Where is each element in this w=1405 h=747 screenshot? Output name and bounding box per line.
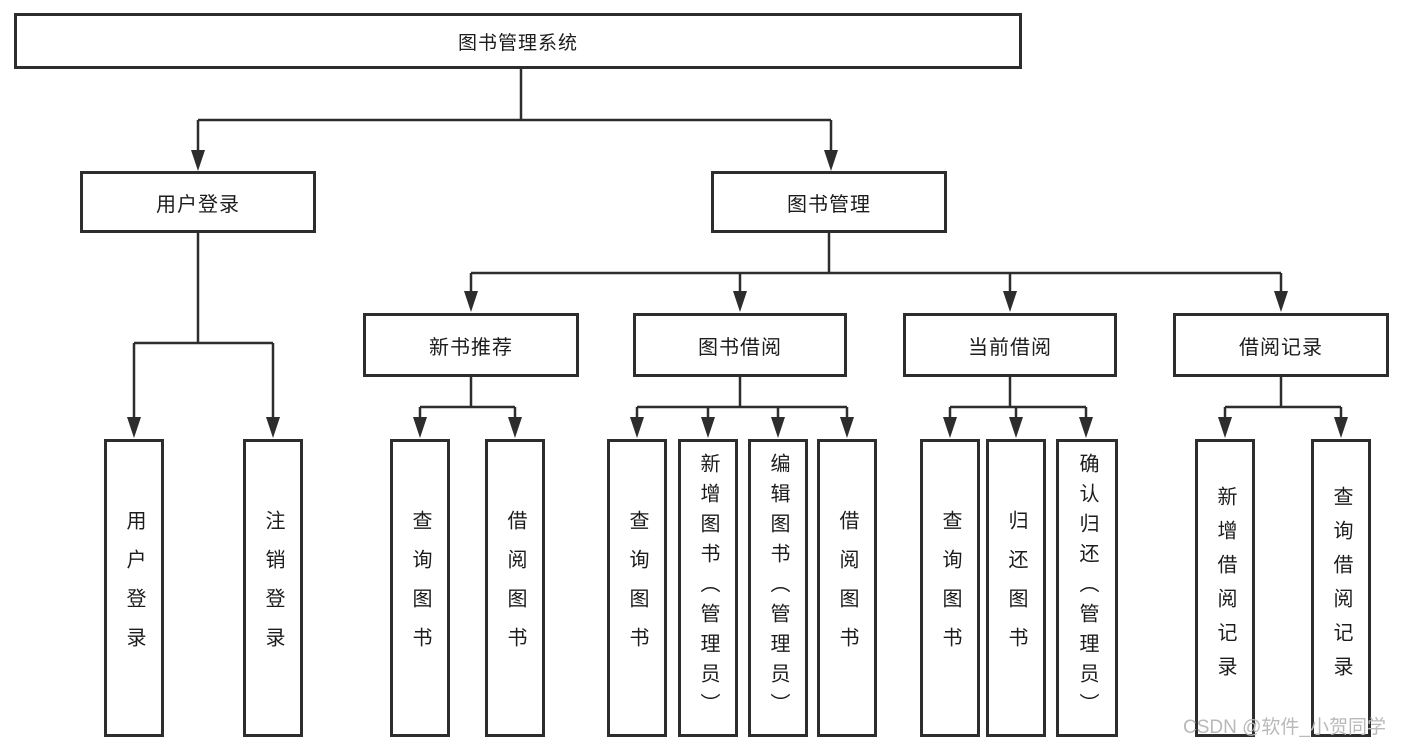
node-label: 用户登录 (156, 193, 240, 216)
node-root-library-system: 图书管理系统 (14, 13, 1022, 69)
node-label: 借阅记录 (1239, 336, 1323, 359)
node-return-books: 归还图书 (986, 439, 1046, 737)
node-user-login: 用户登录 (80, 171, 316, 233)
node-label: 确认归还（管理员） (1076, 453, 1098, 723)
node-edit-book-admin: 编辑图书（管理员） (748, 439, 808, 737)
node-label: 查询图书 (626, 510, 648, 666)
node-label: 新书推荐 (429, 336, 513, 359)
node-confirm-return-admin: 确认归还（管理员） (1056, 439, 1118, 737)
node-label: 归还图书 (1005, 510, 1027, 666)
node-query-books-borrow: 查询图书 (607, 439, 667, 737)
node-add-book-admin: 新增图书（管理员） (678, 439, 738, 737)
node-query-borrow-record: 查询借阅记录 (1311, 439, 1371, 737)
node-add-borrow-record: 新增借阅记录 (1195, 439, 1255, 737)
node-label: 当前借阅 (968, 336, 1052, 359)
node-label: 图书借阅 (698, 336, 782, 359)
node-book-management: 图书管理 (711, 171, 947, 233)
node-borrow-records: 借阅记录 (1173, 313, 1389, 377)
node-label: 用户登录 (123, 510, 145, 666)
node-label: 查询图书 (939, 510, 961, 666)
node-query-books-recommend: 查询图书 (390, 439, 450, 737)
node-label: 新增图书（管理员） (697, 453, 719, 723)
node-label: 新增借阅记录 (1214, 486, 1236, 690)
node-label: 查询借阅记录 (1330, 486, 1352, 690)
node-label: 图书管理 (787, 193, 871, 216)
node-current-borrow: 当前借阅 (903, 313, 1117, 377)
node-book-borrow: 图书借阅 (633, 313, 847, 377)
node-label: 编辑图书（管理员） (767, 453, 789, 723)
node-label: 注销登录 (262, 510, 284, 666)
node-query-books-current: 查询图书 (920, 439, 980, 737)
node-borrow-books: 借阅图书 (817, 439, 877, 737)
csdn-watermark: CSDN @软件_小贺同学 (1183, 717, 1386, 738)
node-user-login-action: 用户登录 (104, 439, 164, 737)
node-label: 图书管理系统 (457, 32, 578, 54)
node-borrow-books-recommend: 借阅图书 (485, 439, 545, 737)
node-logout-action: 注销登录 (243, 439, 303, 737)
node-label: 借阅图书 (836, 510, 858, 666)
node-label: 借阅图书 (504, 510, 526, 666)
node-label: 查询图书 (409, 510, 431, 666)
node-new-book-recommend: 新书推荐 (363, 313, 579, 377)
